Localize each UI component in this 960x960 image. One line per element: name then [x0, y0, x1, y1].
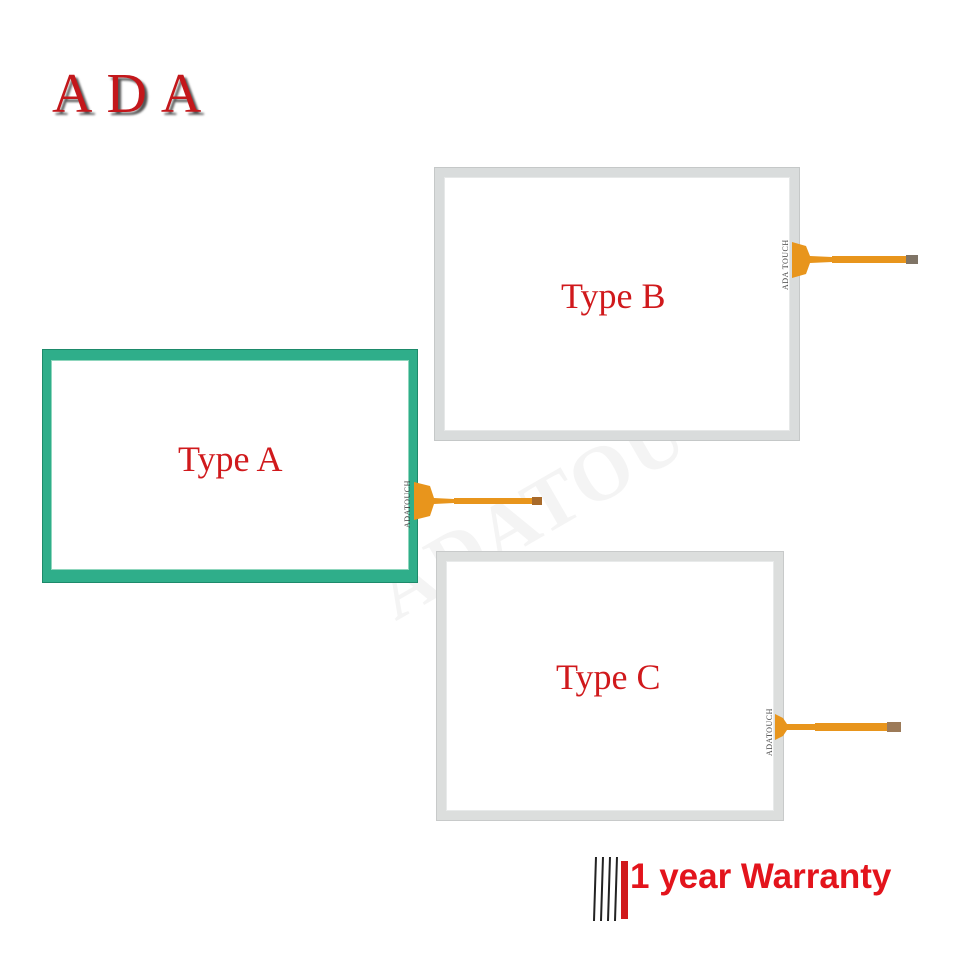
brand-logo: ADA	[52, 63, 216, 125]
type-a-flex-cable	[414, 482, 542, 520]
touch-panel-type-c	[436, 551, 784, 821]
type-a-tag: ADATOUCH	[403, 480, 412, 528]
type-b-flex-cable	[792, 242, 918, 278]
warranty-badge: 1 year Warranty	[590, 851, 956, 925]
type-b-tag: ADA TOUCH	[781, 239, 790, 290]
type-c-tag: ADATOUCH	[765, 708, 774, 756]
warranty-decoration-icon	[593, 856, 628, 922]
touch-panel-type-a	[42, 349, 418, 583]
type-c-flex-cable	[775, 714, 901, 740]
warranty-text: 1 year Warranty	[630, 857, 892, 896]
panel-glass-area	[51, 360, 409, 570]
touch-panel-type-b	[434, 167, 800, 441]
panel-glass-area	[444, 177, 790, 431]
type-b-label: Type B	[561, 276, 666, 316]
type-c-label: Type C	[556, 657, 661, 697]
type-a-label: Type A	[178, 439, 283, 479]
panel-glass-area	[446, 561, 774, 811]
